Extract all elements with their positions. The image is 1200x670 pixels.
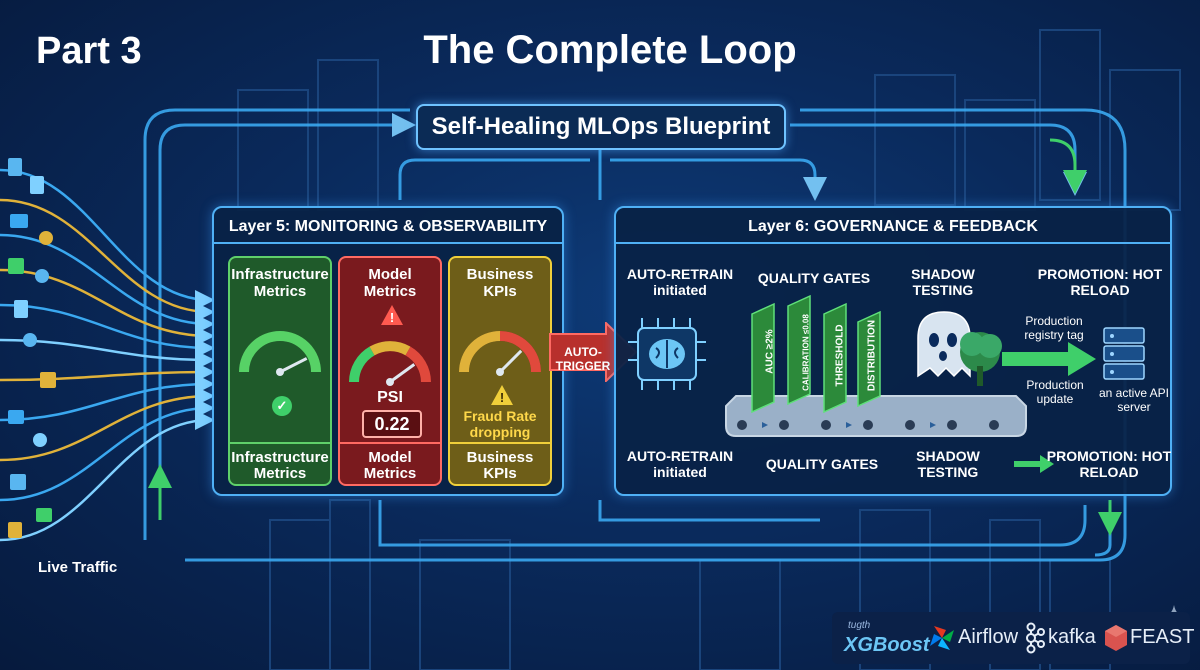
gate-auc: AUC ≥2%: [764, 329, 776, 374]
psi-label: PSI: [377, 389, 403, 406]
infra-metrics-card: Infrastructure Metrics ✓ Infrastructure …: [228, 256, 332, 486]
business-kpis-footer: Business KPIs: [466, 449, 534, 482]
blueprint-title: Self-Healing MLOps Blueprint: [416, 104, 786, 150]
shadow-testing-label: SHADOW TESTING: [911, 266, 975, 298]
business-kpis-title: Business KPIs: [466, 266, 534, 300]
auto-trigger-label: AUTO-TRIGGER: [555, 345, 611, 373]
xgboost-small-text: tugth: [848, 620, 871, 631]
warning-icon: !: [491, 385, 513, 405]
page-title: The Complete Loop: [423, 28, 797, 72]
infra-metrics-footer: Infrastructure Metrics: [231, 449, 329, 482]
infra-divider: [230, 442, 330, 444]
business-divider: [450, 442, 550, 444]
check-icon: ✓: [272, 396, 292, 416]
quality-gates-label: QUALITY GATES: [757, 270, 871, 286]
airflow-logo: Airflow: [958, 626, 1019, 648]
layer6-divider: [616, 242, 1170, 244]
registry-tag-label: Production registry tag: [1024, 314, 1084, 342]
infra-metrics-title: Infrastructure Metrics: [231, 266, 329, 300]
layer5-title: Layer 5: MONITORING & OBSERVABILITY: [228, 218, 548, 235]
tech-logos-bar: tugth XGBoost Airflow kafka FEAST: [832, 612, 1194, 664]
fraud-rate-alert: Fraud Rate dropping: [463, 408, 537, 440]
xgboost-logo: XGBoost: [844, 634, 930, 656]
part-label: Part 3: [36, 30, 142, 72]
auto-retrain-label: AUTO-RETRAIN initiated: [626, 266, 734, 298]
shadow-ghost-icon: [917, 311, 1002, 386]
kafka-logo: kafka: [1048, 626, 1096, 648]
promotion-label-bottom: PROMOTION: HOT RELOAD: [1046, 448, 1172, 480]
brain-chip-icon: [628, 318, 706, 390]
auto-retrain-label-bottom: AUTO-RETRAIN initiated: [626, 448, 734, 480]
api-server-label: an active API server: [1098, 386, 1170, 414]
layer6-title: Layer 6: GOVERNANCE & FEEDBACK: [748, 218, 1038, 235]
svg-text:!: !: [500, 390, 504, 405]
infra-gauge: [239, 331, 321, 376]
feast-logo: FEAST: [1130, 626, 1195, 648]
gate-calibration: CALIBRATION ≤0.08: [801, 314, 811, 391]
business-kpis-card: Business KPIs ! Fraud Rate dropping Busi…: [448, 256, 552, 486]
layer6-panel: Layer 6: GOVERNANCE & FEEDBACK AUTO-RETR…: [614, 206, 1172, 496]
layer5-divider: [214, 242, 562, 244]
promotion-label: PROMOTION: HOT RELOAD: [1037, 266, 1163, 298]
quality-gates-label-bottom: QUALITY GATES: [765, 456, 879, 472]
server-icon: [1103, 327, 1145, 380]
airflow-icon: [930, 626, 954, 650]
gate-distribution: DISTRIBUTION: [866, 319, 878, 392]
live-traffic-label: Live Traffic: [38, 559, 118, 576]
quality-gate-stack: [751, 294, 881, 414]
business-gauge: [459, 331, 541, 376]
psi-gauge: [349, 341, 431, 386]
warning-icon: !: [381, 305, 403, 325]
gate-threshold: THRESHOLD: [834, 324, 846, 387]
psi-value: 0.22: [362, 410, 422, 438]
layer5-panel: Layer 5: MONITORING & OBSERVABILITY Infr…: [212, 206, 564, 496]
model-metrics-card: Model Metrics ! PSI 0.22 Model Metrics: [338, 256, 442, 486]
model-divider: [340, 442, 440, 444]
promotion-arrow: [1002, 342, 1096, 376]
conveyor-belt: [725, 395, 1027, 437]
kafka-icon: [1026, 622, 1045, 654]
model-metrics-title: Model Metrics: [363, 266, 417, 300]
feast-icon: [1105, 625, 1127, 651]
model-metrics-footer: Model Metrics: [363, 449, 417, 482]
promotion-arrow-bottom: [1014, 455, 1054, 473]
svg-text:!: !: [390, 310, 394, 325]
shadow-testing-label-bottom: SHADOW TESTING: [916, 448, 980, 480]
production-update-label: Production update: [1026, 378, 1084, 406]
